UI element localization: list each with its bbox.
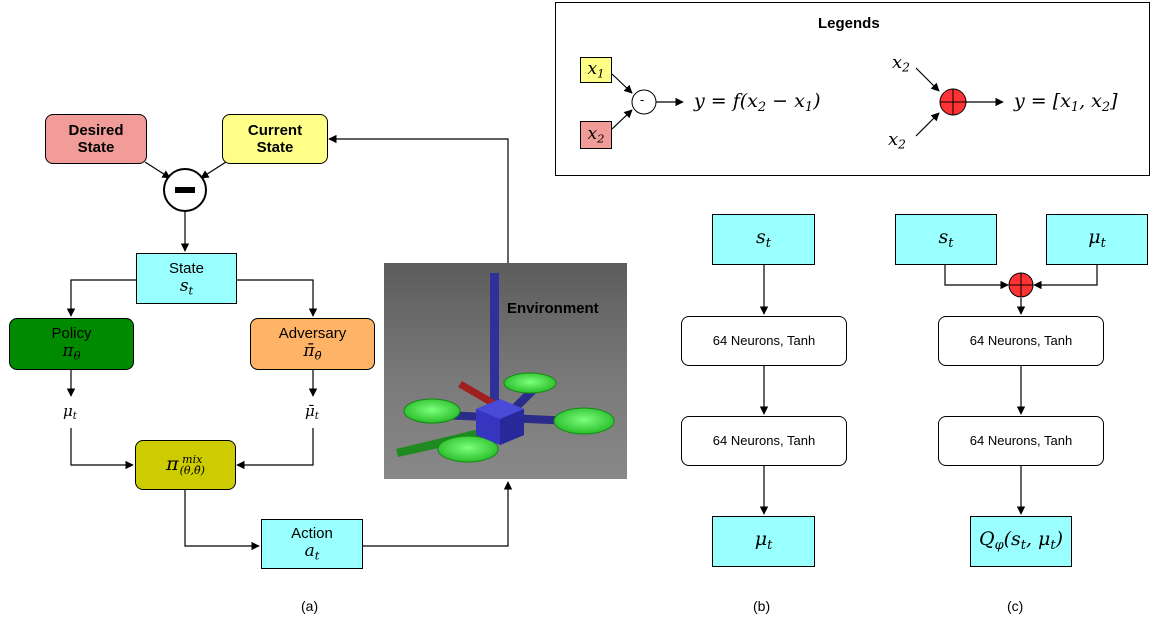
critic-hidden-layer-1: 64 Neurons, Tanh: [938, 316, 1104, 366]
edge-c-s-to-concat: [944, 265, 1009, 290]
legend-subtract-node: [631, 89, 657, 115]
caption-c: (c): [1007, 598, 1024, 614]
actor-hidden-layer-1: 64 Neurons, Tanh: [681, 316, 847, 366]
desired-state-box: Desired State: [45, 114, 147, 164]
legend-concat-input-bottom: x2: [888, 129, 906, 152]
z-axis-rod: [490, 273, 499, 411]
state-box: State st: [136, 253, 237, 304]
legend-concat-input-top: x2: [892, 52, 910, 75]
edge-legend-x2-to-minus: [611, 109, 633, 130]
edge-desired-to-subtract: [144, 161, 171, 179]
legend-title: Legends: [818, 15, 880, 32]
actor-output-box: μt: [712, 516, 815, 567]
adversary-label: Adversary: [278, 325, 347, 342]
edge-c-mu-to-concat: [1033, 265, 1098, 290]
edge-current-to-subtract: [200, 161, 227, 179]
policy-label: Policy: [51, 325, 92, 342]
propeller-bottom: [437, 435, 499, 463]
edge-legend-top-to-plus: [915, 67, 940, 92]
edge-mubar-to-mix: [236, 428, 314, 470]
edge-environment-to-current: [328, 134, 509, 263]
edge-mix-to-action: [184, 490, 260, 551]
current-state-box: Current State: [222, 114, 328, 164]
action-label: Action: [291, 525, 333, 542]
subtract-node: [163, 168, 207, 212]
propeller-right: [553, 407, 615, 435]
environment-label: Environment: [507, 300, 599, 317]
actor-hidden-layer-2: 64 Neurons, Tanh: [681, 416, 847, 466]
policy-box: Policy πθ: [9, 318, 134, 370]
edge-legend-bot-to-plus: [915, 112, 940, 137]
legend-subtract-equation: y = f(x2 − x1): [694, 90, 821, 115]
quadrotor-illustration: [396, 273, 615, 463]
propeller-left: [403, 398, 461, 424]
caption-a: (a): [301, 598, 319, 614]
critic-hidden-layer-2: 64 Neurons, Tanh: [938, 416, 1104, 466]
actor-input-box: st: [712, 214, 815, 265]
adversary-box: Adversary π̄θ̄: [250, 318, 375, 370]
environment-render: Environment: [384, 263, 627, 479]
edge-mu-to-mix: [70, 428, 134, 470]
critic-state-input-box: st: [895, 214, 997, 265]
legend-concat-node: [939, 88, 967, 116]
mu-adversary-output: μ̄t: [305, 402, 319, 423]
legend-minus-sign: -: [640, 92, 645, 107]
edge-action-to-environment: [363, 481, 513, 547]
concat-node: [1008, 272, 1034, 298]
mu-policy-output: μt: [63, 402, 77, 423]
legend-input-x1: x1: [580, 57, 612, 83]
state-label: State: [168, 259, 205, 277]
edge-state-to-policy: [66, 279, 137, 317]
propeller-top: [503, 372, 557, 394]
legend-box: [555, 2, 1150, 176]
caption-b: (b): [753, 598, 771, 614]
legend-concat-equation: y = [x1, x2]: [1014, 90, 1118, 115]
critic-output-box: Qφ(st, μt): [970, 516, 1072, 567]
critic-action-input-box: μt: [1046, 214, 1148, 265]
edge-state-to-adversary: [237, 279, 318, 317]
edge-legend-x1-to-minus: [611, 73, 633, 94]
legend-input-x2: x2: [580, 121, 612, 149]
action-box: Action at: [261, 519, 363, 569]
